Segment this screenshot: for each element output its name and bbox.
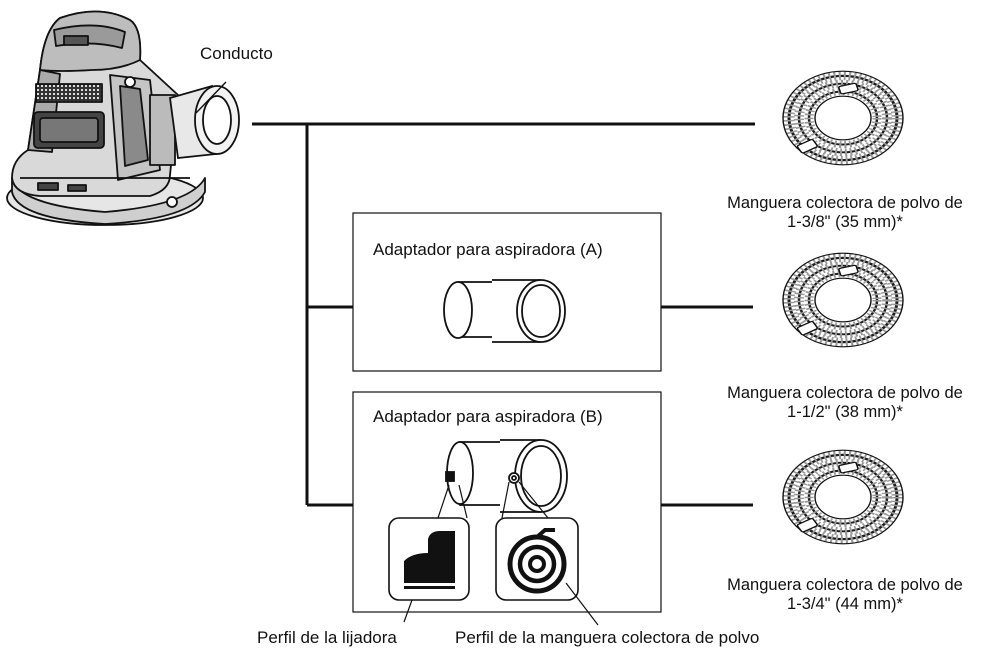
- hose-caption: Manguera colectora de polvo de 1-3/8" (3…: [706, 194, 984, 232]
- hose-caption: Manguera colectora de polvo de 1-3/4" (4…: [706, 576, 984, 614]
- adapter-a-title: Adaptador para aspiradora (A): [373, 240, 603, 259]
- hose-illustration: [783, 253, 903, 347]
- duct-illustration: [169, 81, 240, 159]
- hose-caption-line2: 1-1/2" (38 mm)*: [787, 403, 903, 421]
- hose-caption-line2: 1-3/8" (35 mm)*: [787, 213, 903, 231]
- connector-lines: [252, 122, 755, 507]
- adapter-b-title: Adaptador para aspiradora (B): [373, 407, 603, 426]
- hose-caption-line1: Manguera colectora de polvo de: [727, 194, 963, 212]
- hose-caption: Manguera colectora de polvo de 1-1/2" (3…: [706, 384, 984, 422]
- orbital-sander-illustration: [6, 10, 206, 226]
- duct-label: Conducto: [200, 44, 273, 63]
- hose-profile-label: Perfil de la manguera colectora de polvo: [455, 628, 760, 647]
- adapter-b-illustration: [437, 439, 568, 519]
- hose-profile-inset: [495, 517, 599, 626]
- hose-illustration: [783, 450, 903, 544]
- adapter-a-illustration: [443, 279, 566, 343]
- sander-profile-inset: [388, 517, 470, 623]
- hose-illustration: [783, 71, 903, 165]
- hose-caption-line2: 1-3/4" (44 mm)*: [787, 595, 903, 613]
- sander-profile-label: Perfil de la lijadora: [257, 628, 397, 647]
- hose-caption-line1: Manguera colectora de polvo de: [727, 384, 963, 402]
- hose-caption-line1: Manguera colectora de polvo de: [727, 576, 963, 594]
